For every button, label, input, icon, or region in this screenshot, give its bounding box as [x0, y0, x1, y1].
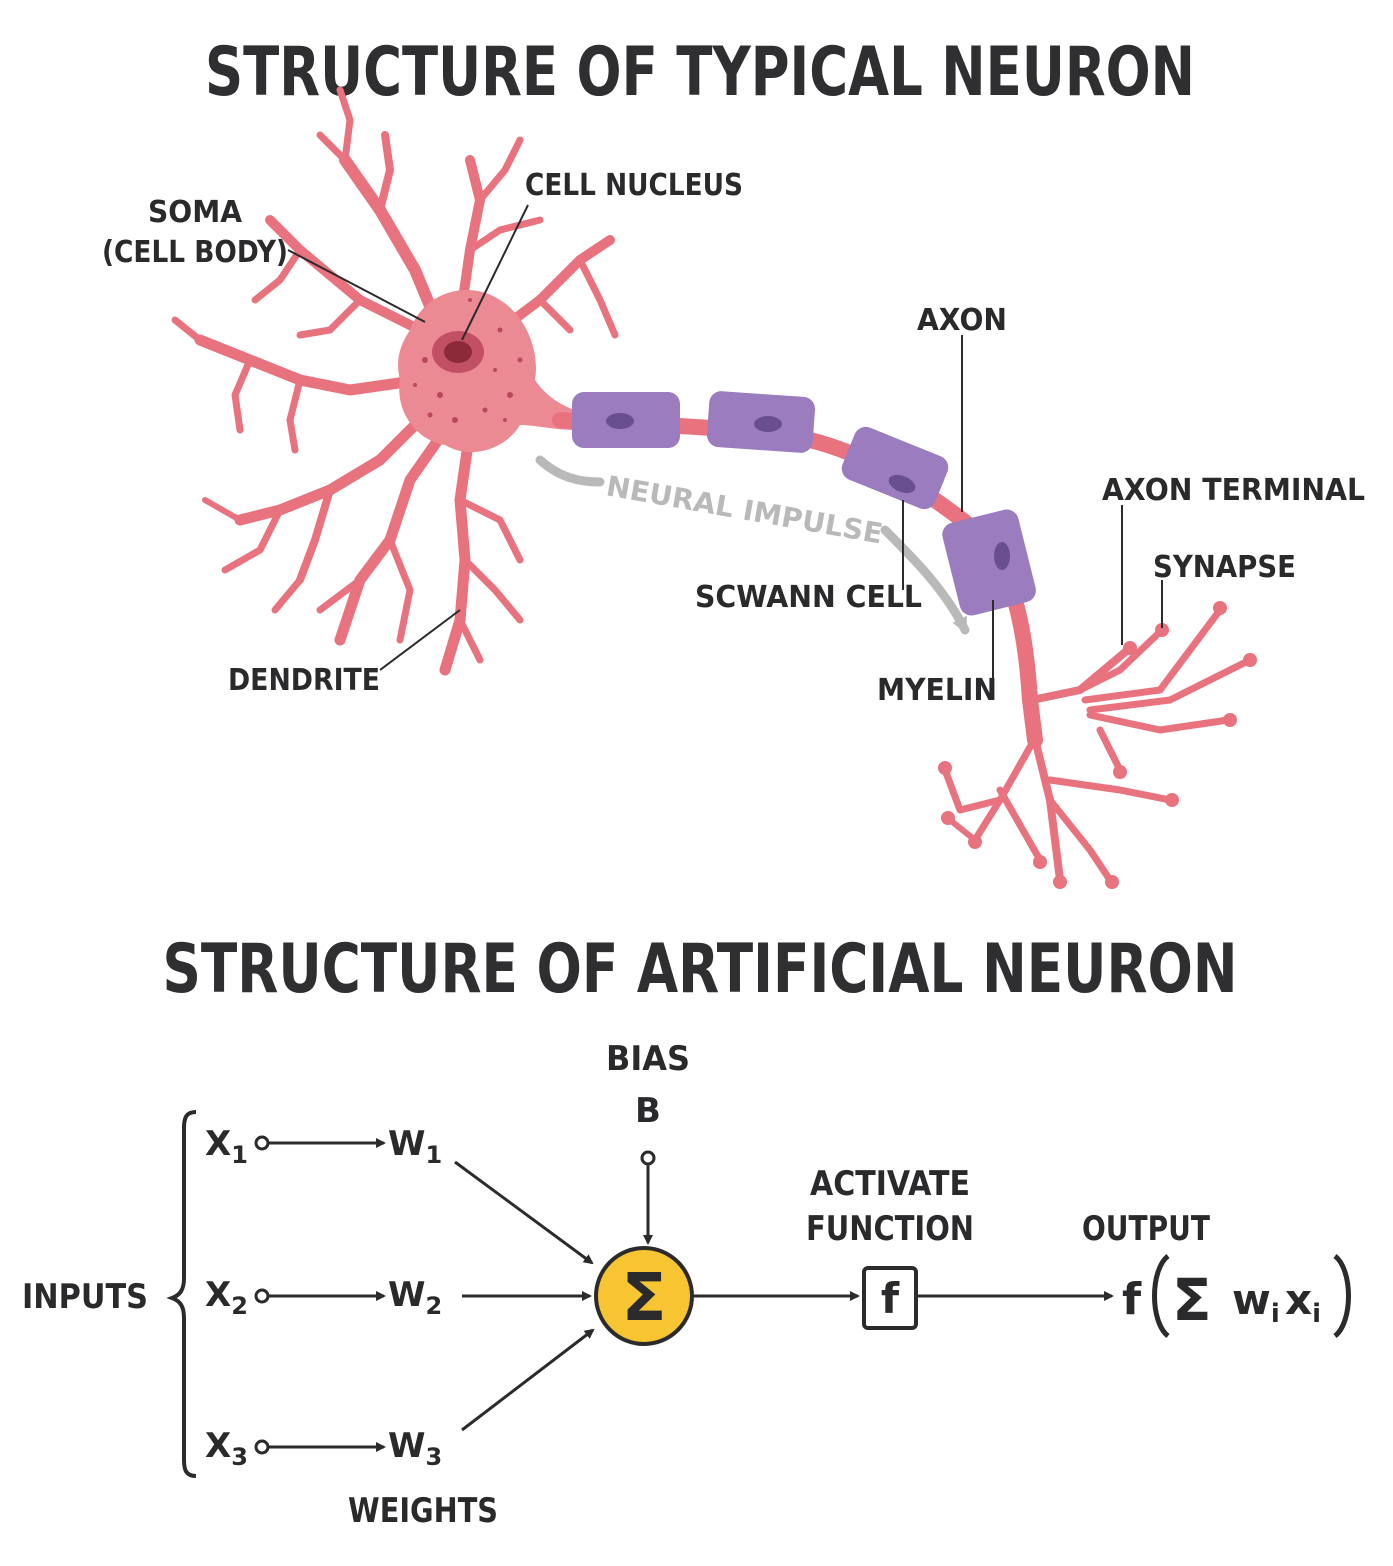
- summation-symbol: Σ: [621, 1259, 666, 1336]
- input-x2: X2: [205, 1275, 248, 1320]
- weight-w2-index: 2: [426, 1292, 443, 1320]
- formula-w-index: i: [1271, 1299, 1280, 1329]
- myelin-segment: [841, 426, 949, 510]
- soma-body: [398, 290, 575, 453]
- weight-arrow-3: [461, 1328, 595, 1432]
- weight-w1-var: W: [388, 1124, 426, 1164]
- weight-w3-index: 3: [426, 1443, 443, 1471]
- schwann-nucleus: [606, 413, 634, 429]
- formula-x-index: i: [1312, 1299, 1321, 1329]
- schwann-nucleus: [754, 416, 782, 432]
- label-dendrite: DENDRITE: [228, 663, 380, 698]
- formula-x-var: x: [1285, 1275, 1312, 1324]
- inputs-brace: [166, 1110, 197, 1478]
- weight-w2-var: W: [388, 1275, 426, 1315]
- weight-w1-index: 1: [426, 1141, 443, 1169]
- label-output: OUTPUT: [1082, 1209, 1211, 1249]
- cell-nucleolus: [444, 341, 472, 363]
- soma-speckles: [413, 298, 523, 423]
- label-weights: WEIGHTS: [348, 1491, 498, 1531]
- input-x1-var: X: [205, 1124, 231, 1164]
- output-formula: f Σ wi xi: [1122, 1254, 1351, 1338]
- title-typical-neuron: STRUCTURE OF TYPICAL NEURON: [205, 33, 1195, 112]
- label-schwann-cell: SCWANN CELL: [695, 580, 922, 615]
- weight-w1: W1: [388, 1124, 442, 1169]
- input-node-3: [254, 1439, 270, 1455]
- leader-lines: [287, 204, 1163, 680]
- schwann-nucleus: [994, 542, 1010, 570]
- label-inputs: INPUTS: [22, 1277, 148, 1317]
- weight-w3-var: W: [388, 1426, 426, 1466]
- dendrites: [171, 86, 619, 676]
- label-axon: AXON: [917, 303, 1007, 338]
- label-function: FUNCTION: [806, 1209, 974, 1249]
- input-node-1: [254, 1135, 270, 1151]
- label-soma: SOMA: [148, 195, 243, 230]
- neuron-illustration: NEURAL IMPULSE: [171, 86, 1257, 889]
- activation-box: [862, 1266, 918, 1330]
- formula-x: xi: [1285, 1275, 1321, 1329]
- artificial-neuron-diagram: INPUTS X1 W1 X2 W2 X3 W3 WEIGHTS: [22, 1039, 1351, 1531]
- formula-sigma: Σ: [1172, 1266, 1212, 1334]
- weight-w3: W3: [388, 1426, 442, 1471]
- label-activate: ACTIVATE: [810, 1164, 970, 1204]
- neural-impulse-label: NEURAL IMPULSE: [604, 469, 885, 550]
- input-x1: X1: [205, 1124, 248, 1169]
- input-x3-var: X: [205, 1426, 231, 1466]
- input-x1-index: 1: [231, 1141, 248, 1169]
- weight-arrow-1: [454, 1160, 594, 1265]
- myelin-segment: [942, 509, 1036, 616]
- formula-w-var: w: [1232, 1275, 1271, 1324]
- label-synapse: SYNAPSE: [1153, 550, 1296, 585]
- bias-node: [640, 1150, 656, 1166]
- summation-node: [594, 1246, 694, 1346]
- label-cell-body: (CELL BODY): [102, 235, 288, 270]
- formula-w: wi: [1232, 1275, 1280, 1329]
- myelin-sheaths: [572, 391, 1036, 616]
- formula-left-paren: [1152, 1254, 1170, 1338]
- label-myelin: MYELIN: [877, 673, 997, 708]
- input-x2-index: 2: [231, 1292, 248, 1320]
- label-axon-terminal: AXON TERMINAL: [1102, 473, 1365, 508]
- input-x3-index: 3: [231, 1443, 248, 1471]
- formula-f: f: [1122, 1274, 1142, 1325]
- schwann-nucleus: [888, 474, 916, 494]
- axon-terminals: [938, 601, 1257, 889]
- title-artificial-neuron: STRUCTURE OF ARTIFICIAL NEURON: [163, 930, 1238, 1009]
- formula-right-paren: [1333, 1254, 1351, 1338]
- label-bias: BIAS: [606, 1039, 690, 1079]
- input-x3: X3: [205, 1426, 248, 1471]
- label-bias-b: B: [635, 1091, 661, 1131]
- input-node-2: [254, 1288, 270, 1304]
- weight-w2: W2: [388, 1275, 442, 1320]
- label-cell-nucleus: CELL NUCLEUS: [525, 168, 743, 203]
- input-x2-var: X: [205, 1275, 231, 1315]
- activation-symbol: f: [881, 1274, 900, 1323]
- neural-impulse-arrow: [535, 455, 965, 630]
